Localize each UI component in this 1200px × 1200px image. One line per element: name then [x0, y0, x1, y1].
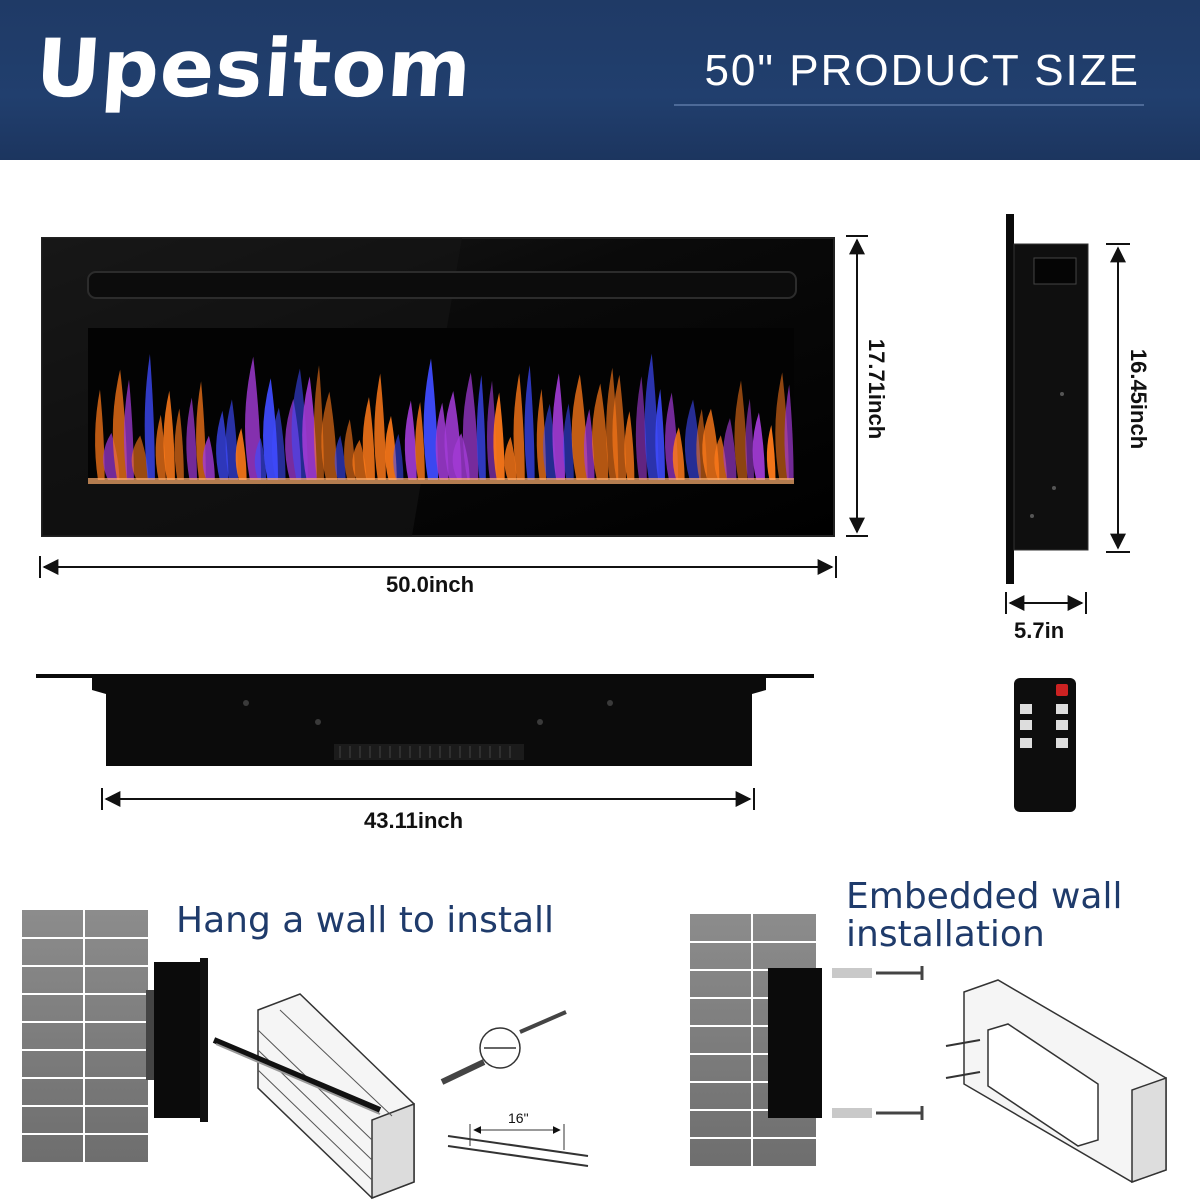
- flame: [452, 433, 470, 480]
- flame: [672, 427, 685, 480]
- front-height-label: 17.71inch: [864, 338, 890, 440]
- flame: [571, 374, 588, 480]
- flame: [95, 389, 105, 480]
- flame: [766, 424, 776, 480]
- flame: [334, 435, 346, 480]
- flame: [313, 365, 324, 480]
- flame: [103, 432, 120, 480]
- embedded-install-caption-line2: installation: [846, 914, 1045, 955]
- header-banner: Upesitom 50" PRODUCT SIZE: [0, 0, 1200, 160]
- hang-install-caption: Hang a wall to install: [176, 900, 555, 941]
- flame: [131, 435, 149, 480]
- flame: [155, 414, 166, 480]
- side-height-dimension: [1106, 243, 1130, 553]
- embedded-install-caption-line1: Embedded wall: [846, 876, 1123, 917]
- flame: [513, 373, 525, 480]
- bottom-width-dimension: [101, 788, 755, 810]
- flame: [216, 410, 229, 480]
- flame: [186, 397, 197, 480]
- side-depth-dimension: [1005, 592, 1087, 614]
- stud-spacing-label: 16": [508, 1110, 529, 1126]
- flame: [784, 384, 794, 480]
- flame: [254, 437, 267, 480]
- anchor-screw-icon: [832, 966, 924, 1120]
- flame: [415, 402, 425, 480]
- flame: [714, 435, 727, 480]
- flame: [344, 419, 356, 480]
- front-width-label: 50.0inch: [386, 572, 475, 597]
- flame: [404, 400, 417, 480]
- flame: [612, 374, 627, 480]
- flame-bed: [95, 353, 794, 480]
- flame: [202, 435, 215, 480]
- flame: [352, 439, 367, 480]
- front-width-dimension: [39, 556, 837, 578]
- wall-cutout-icon: [945, 979, 1167, 1184]
- flame: [493, 392, 505, 480]
- flame: [552, 373, 565, 480]
- flame: [504, 436, 517, 480]
- fireplace-front-icon: [41, 237, 835, 537]
- flame: [271, 407, 286, 480]
- flame: [644, 353, 659, 480]
- flame: [635, 376, 647, 480]
- flame: [225, 399, 238, 480]
- flame: [163, 390, 175, 480]
- fireplace-side-icon: [1006, 214, 1089, 584]
- flame: [655, 388, 665, 480]
- product-size-title: 50" PRODUCT SIZE: [704, 46, 1140, 95]
- flame: [462, 372, 479, 480]
- flame: [543, 403, 557, 480]
- flame: [144, 353, 155, 480]
- flame: [752, 412, 765, 480]
- flame: [362, 396, 375, 480]
- fireplace-bottom-icon: [36, 674, 814, 766]
- flame: [423, 358, 439, 480]
- flame: [723, 418, 737, 480]
- flame: [123, 379, 134, 480]
- flame: [745, 398, 754, 480]
- flame: [583, 408, 595, 480]
- flame: [393, 433, 404, 480]
- flame: [524, 365, 535, 480]
- side-height-label: 16.45inch: [1126, 348, 1152, 450]
- side-depth-label: 5.7in: [1014, 618, 1065, 643]
- flame: [321, 391, 338, 480]
- flame: [624, 411, 635, 480]
- flame: [112, 369, 128, 480]
- flame: [174, 408, 184, 480]
- mounting-bracket-wall-icon: [212, 993, 415, 1200]
- flame: [435, 402, 449, 480]
- front-height-dimension: [846, 235, 868, 537]
- flame: [374, 373, 386, 480]
- bottom-width-label: 43.11inch: [364, 808, 464, 833]
- remote-control-icon: [1014, 678, 1076, 812]
- flame: [235, 428, 247, 480]
- flame: [302, 376, 317, 480]
- flame: [591, 383, 609, 480]
- flame: [476, 375, 486, 480]
- screw-detail-icon: [440, 1010, 589, 1167]
- wall-mounted-unit-icon: [146, 958, 208, 1122]
- flame: [734, 380, 748, 480]
- title-underline: [674, 104, 1144, 106]
- brick-wall-icon: [22, 910, 148, 1162]
- flame: [563, 403, 574, 480]
- embedded-brick-wall-icon: [690, 914, 822, 1166]
